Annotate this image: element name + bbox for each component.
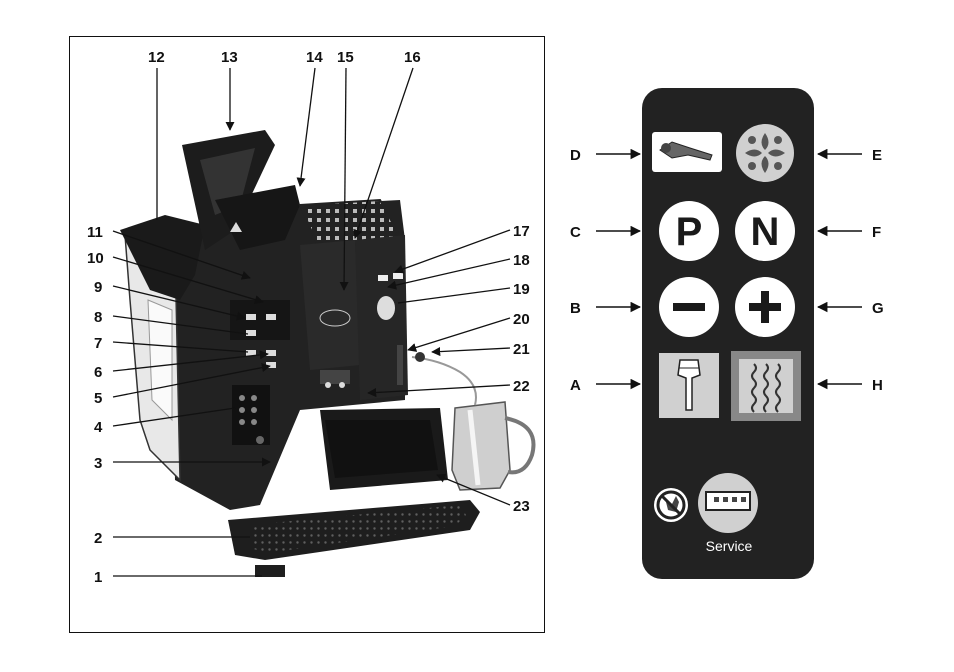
panel-arrows: [596, 148, 862, 390]
callout-6: 6: [94, 364, 102, 381]
callout-13: 13: [221, 49, 238, 66]
powder-button[interactable]: [652, 132, 722, 172]
callout-14: 14: [306, 49, 323, 66]
clean-indicator[interactable]: [731, 351, 801, 421]
label-A: A: [570, 377, 581, 394]
svg-text:N: N: [751, 210, 780, 254]
label-H: H: [872, 377, 883, 394]
powder-lid: [215, 185, 300, 250]
callout-12: 12: [148, 49, 165, 66]
callout-1: 1: [94, 569, 102, 586]
label-B: B: [570, 300, 581, 317]
callout-21: 21: [513, 341, 530, 358]
label-G: G: [872, 300, 884, 317]
callout-17: 17: [513, 223, 530, 240]
minus-button[interactable]: [659, 277, 719, 337]
callout-3: 3: [94, 455, 102, 472]
label-F: F: [872, 224, 881, 241]
label-C: C: [570, 224, 581, 241]
callout-20: 20: [513, 311, 530, 328]
scoop-icon: [659, 141, 713, 161]
panel-letters: D C B A E F G H: [570, 147, 884, 394]
callout-2: 2: [94, 530, 102, 547]
label-E: E: [872, 147, 882, 164]
no-touch-icon: [654, 488, 688, 522]
callout-15: 15: [337, 49, 354, 66]
filter-indicator[interactable]: [659, 353, 719, 418]
aroma-button[interactable]: [736, 124, 794, 182]
callout-7: 7: [94, 335, 102, 352]
callout-23: 23: [513, 498, 530, 515]
callout-19: 19: [513, 281, 530, 298]
callout-22: 22: [513, 378, 530, 395]
p-button[interactable]: P: [659, 201, 719, 261]
callout-5: 5: [94, 390, 102, 407]
callout-leaders: [112, 67, 511, 577]
milk-jug: [451, 401, 511, 491]
callout-8: 8: [94, 309, 102, 326]
control-panel: P N: [642, 88, 814, 579]
minus-icon: [673, 303, 705, 311]
callout-numbers: 1 2 3 4 5 6 7 8 9 10 11 12 13 14 15 16 1…: [87, 49, 530, 586]
filter-icon: [677, 359, 701, 411]
callout-16: 16: [404, 49, 421, 66]
callout-10: 10: [87, 250, 104, 267]
callout-9: 9: [94, 279, 102, 296]
service-button[interactable]: [698, 473, 758, 533]
callout-11: 11: [87, 224, 103, 241]
label-D: D: [570, 147, 581, 164]
service-label: Service: [706, 538, 753, 554]
clean-icon: [751, 363, 781, 413]
coffee-machine: [120, 130, 536, 577]
callout-18: 18: [513, 252, 530, 269]
plus-button[interactable]: [735, 277, 795, 337]
svg-text:P: P: [676, 210, 703, 254]
aroma-icon: [745, 133, 785, 173]
front-column: [300, 240, 360, 370]
n-button[interactable]: N: [735, 201, 795, 261]
machine-illustration-frame: [69, 36, 545, 633]
plus-icon: [749, 291, 781, 323]
callout-4: 4: [94, 419, 103, 436]
